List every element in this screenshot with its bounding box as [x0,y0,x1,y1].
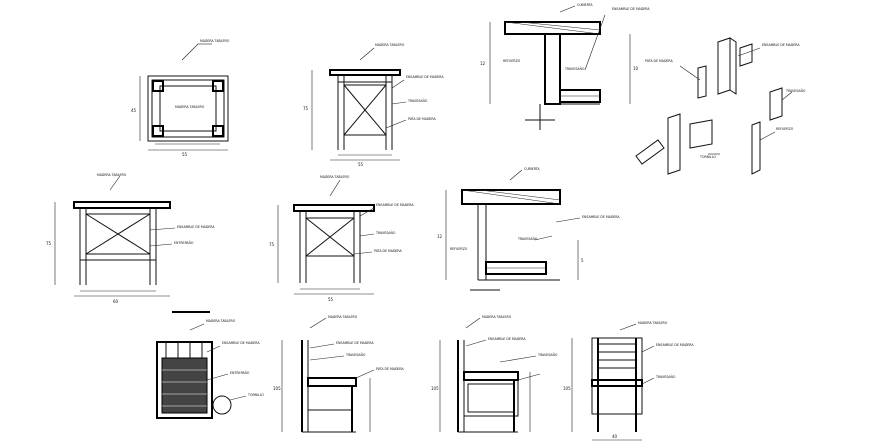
iso-label-2: PATA DE MADERA [645,59,674,63]
side-label-2: TRAVESAÑO [407,98,428,103]
table-side-elevation: MADERA TABLERO ENSAMBLE DE MADERA TRAVES… [303,43,444,167]
chair-side-label-3: TRAVESAÑO [345,352,366,357]
plan-dim-bottom: 55 [182,152,188,157]
side-label-1: ENSAMBLE DE MADERA [406,75,444,79]
section-label-4: TRAVESAÑO [564,66,585,71]
front-mid-label-top: MADERA TABLERO [320,175,350,179]
section-dim-2: 10 [633,66,639,71]
chair-back-label-2: ENSAMBLE DE MADERA [656,343,694,347]
sec-mid-label-3: TRAVESAÑO [517,236,538,241]
chair-side-label-4: PATA DE MADERA [376,367,405,371]
side-dim-width: 55 [358,162,364,167]
table-front-elevation-middle: MADERA TABLERO ENSAMBLE DE MADERA TRAVES… [269,175,414,302]
front-mid-dim-w: 55 [328,297,334,302]
chair-side-label-1: MADERA TABLERO [328,315,358,319]
plan-label-center: MADERA TABLERO [175,105,205,109]
front-left-label-top: MADERA TABLERO [97,173,127,177]
section-dim-1: 12 [480,61,486,66]
front-mid-label-1: ENSAMBLE DE MADERA [376,203,414,207]
front-mid-label-2: TRAVESAÑO [375,230,396,235]
section-label-1: CUBIERTA [577,3,593,7]
cab-label-2: ENSAMBLE DE MADERA [222,341,260,345]
cab-label-3: ENTREPAÑO [230,370,250,375]
joint-isometric-details: ENSAMBLE DE MADERA PATA DE MADERA TRAVES… [635,37,806,175]
chair-front-label-3: TRAVESAÑO [537,352,558,357]
front-mid-label-3: PATA DE MADERA [374,249,403,253]
side-label-3: PATA DE MADERA [408,117,437,121]
table-plan-view: MADERA TABLERO MADERA TABLERO 45 55 [131,39,230,157]
iso-label-4: TORNILLO [699,155,716,159]
front-left-dim-h: 75 [46,241,52,246]
chair-back-dim-w: 40 [612,434,618,439]
sec-mid-label-1: CUBIERTA [524,167,540,171]
chair-back-label-3: TRAVESAÑO [655,374,676,379]
chair-front-label-2: ENSAMBLE DE MADERA [488,337,526,341]
section-detail-middle: CUBIERTA ENSAMBLE DE MADERA TRAVESAÑO RE… [437,167,620,291]
iso-label-3: TRAVESAÑO [785,88,806,93]
cabinet-front-hatched: MADERA TABLERO ENSAMBLE DE MADERA ENTREP… [156,311,264,419]
side-dim-height: 75 [303,106,309,111]
front-mid-dim-h: 75 [269,242,275,247]
side-label-top: MADERA TABLERO [375,43,405,47]
sec-mid-dim-1: 12 [437,234,443,239]
chair-side-elevation: MADERA TABLERO ENSAMBLE DE MADERA TRAVES… [273,315,405,433]
table-front-elevation-left: MADERA TABLERO ENSAMBLE DE MADERA ENTREP… [46,173,215,304]
cab-label-4: TORNILLO [247,393,264,397]
sec-mid-label-4: REFUERZO [450,247,468,251]
chair-side-label-2: ENSAMBLE DE MADERA [336,341,374,345]
chair-front-label-1: MADERA TABLERO [482,315,512,319]
section-label-3: REFUERZO [503,59,521,63]
chair-back-elevation: MADERA TABLERO ENSAMBLE DE MADERA TRAVES… [563,321,694,441]
plan-label-top: MADERA TABLERO [200,39,230,43]
iso-label-5: REFUERZO [776,127,794,131]
chair-back-label-1: MADERA TABLERO [638,321,668,325]
chair-side-dim-h: 105 [273,386,281,391]
chair-front-elevation: MADERA TABLERO ENSAMBLE DE MADERA TRAVES… [431,315,558,433]
chair-front-dim-h: 105 [431,386,439,391]
iso-label-1: ENSAMBLE DE MADERA [762,43,800,47]
sec-mid-label-2: ENSAMBLE DE MADERA [582,215,620,219]
chair-back-dim-h: 105 [563,386,571,391]
front-left-dim-w: 60 [113,299,119,304]
plan-dim-left: 45 [131,108,137,113]
front-left-label-2: ENTREPAÑO [174,240,194,245]
section-detail-top: CUBIERTA ENSAMBLE DE MADERA REFUERZO TRA… [480,3,650,130]
section-label-2: ENSAMBLE DE MADERA [612,7,650,11]
cab-label-1: MADERA TABLERO [206,319,236,323]
sec-mid-dim-2: 5 [581,258,584,263]
front-left-label-1: ENSAMBLE DE MADERA [177,225,215,229]
